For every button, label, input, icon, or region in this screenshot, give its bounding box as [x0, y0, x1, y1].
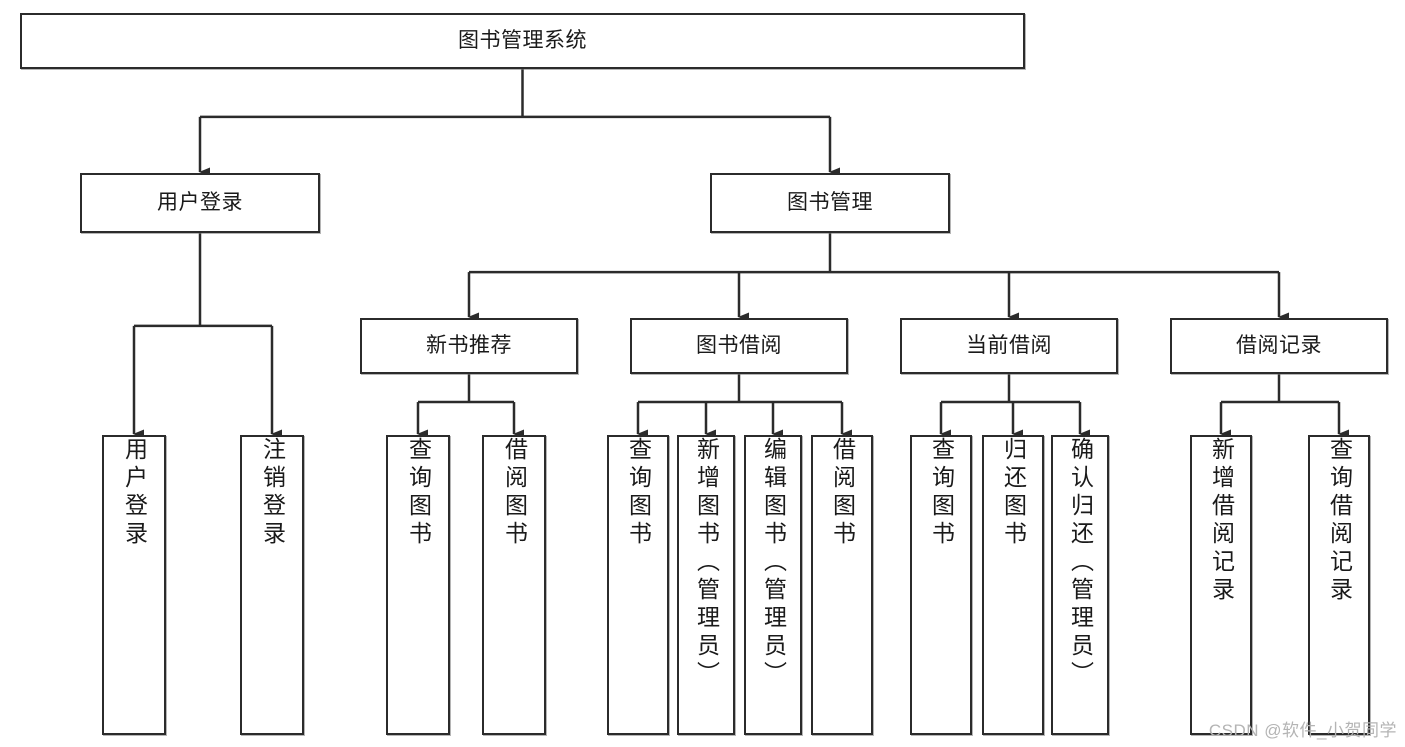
node-leaf-user-login: 用户登录 [102, 435, 166, 735]
node-label: 图书管理 [787, 190, 873, 214]
node-leaf-edit-book: 编辑图书（管理员） [744, 435, 802, 735]
node-label: 查询图书 [405, 437, 432, 549]
node-leaf-query-book-2: 查询图书 [607, 435, 669, 735]
node-user-login: 用户登录 [80, 173, 320, 233]
node-leaf-return-book: 归还图书 [982, 435, 1044, 735]
node-leaf-borrow-book-1: 借阅图书 [482, 435, 546, 735]
node-label: 确认归还（管理员） [1067, 437, 1094, 689]
node-label: 新增借阅记录 [1208, 437, 1235, 605]
node-label: 当前借阅 [966, 333, 1052, 357]
node-label: 借阅图书 [829, 437, 856, 549]
node-label: 用户登录 [121, 437, 148, 549]
node-leaf-query-book-3: 查询图书 [910, 435, 972, 735]
node-label: 新书推荐 [426, 333, 512, 357]
node-label: 注销登录 [259, 437, 286, 549]
node-leaf-add-book: 新增图书（管理员） [677, 435, 735, 735]
node-label: 查询图书 [928, 437, 955, 549]
node-label: 编辑图书（管理员） [760, 437, 787, 689]
node-label: 归还图书 [1000, 437, 1027, 549]
node-label: 用户登录 [157, 190, 243, 214]
node-label: 查询借阅记录 [1326, 437, 1353, 605]
node-book-manage: 图书管理 [710, 173, 950, 233]
watermark-text: CSDN @软件_小贺同学 [1208, 721, 1397, 740]
node-borrow-record: 借阅记录 [1170, 318, 1388, 374]
node-root: 图书管理系统 [20, 13, 1025, 69]
node-label: 查询图书 [625, 437, 652, 549]
node-label: 借阅图书 [501, 437, 528, 549]
node-leaf-query-book-1: 查询图书 [386, 435, 450, 735]
node-leaf-confirm-return: 确认归还（管理员） [1051, 435, 1109, 735]
node-label: 新增图书（管理员） [693, 437, 720, 689]
node-label: 图书管理系统 [458, 28, 587, 52]
node-label: 图书借阅 [696, 333, 782, 357]
node-current-borrow: 当前借阅 [900, 318, 1118, 374]
node-book-borrow: 图书借阅 [630, 318, 848, 374]
node-leaf-query-record: 查询借阅记录 [1308, 435, 1370, 735]
node-leaf-add-record: 新增借阅记录 [1190, 435, 1252, 735]
node-leaf-borrow-book-2: 借阅图书 [811, 435, 873, 735]
node-new-book-rec: 新书推荐 [360, 318, 578, 374]
node-label: 借阅记录 [1236, 333, 1322, 357]
node-leaf-logout: 注销登录 [240, 435, 304, 735]
